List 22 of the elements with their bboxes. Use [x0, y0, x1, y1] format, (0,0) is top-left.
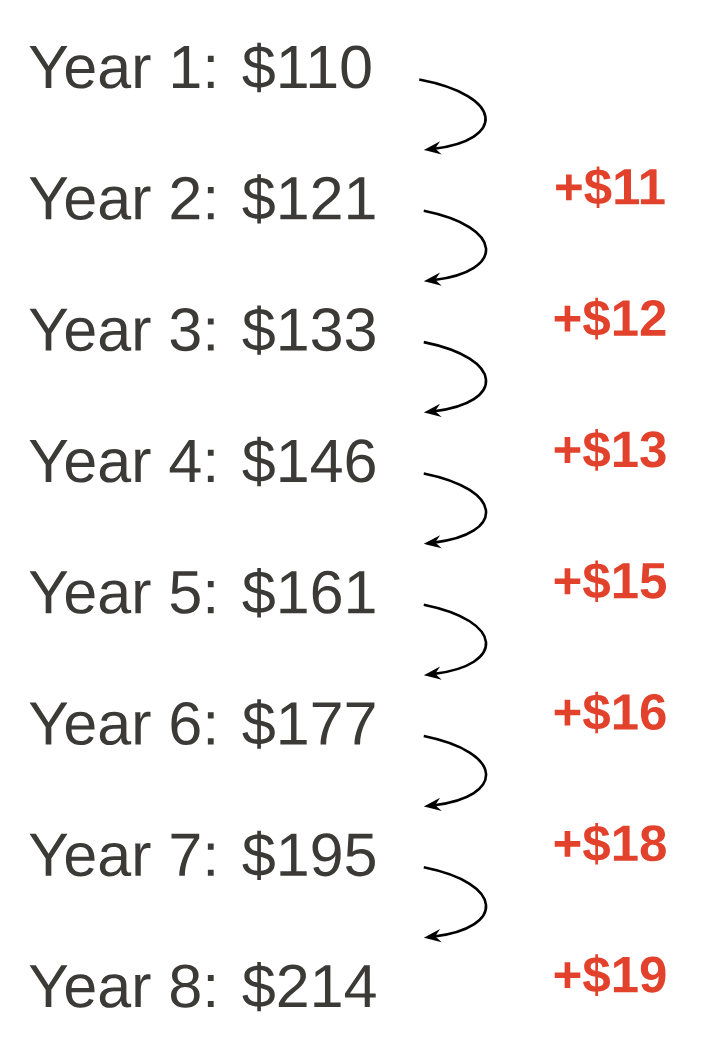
- edge-label: +$15: [554, 560, 666, 602]
- amount-text: Year 2: $121: [29, 174, 375, 224]
- amount-text: Year 7: $195: [29, 830, 375, 881]
- curved-arrow: [423, 603, 488, 680]
- amount-text: Year 4: $146: [29, 436, 375, 487]
- amount-text: Year 6: $177: [29, 699, 375, 749]
- edge-label: +$13: [554, 429, 666, 471]
- amount-text: Year 1: $110: [29, 42, 371, 93]
- curved-arrow: [423, 734, 488, 811]
- curved-arrow: [423, 209, 488, 286]
- edge-label: +$11: [556, 166, 665, 209]
- curved-arrow: [423, 472, 488, 549]
- amount-text: Year 5: $161: [29, 568, 375, 618]
- edge-label: +$16: [554, 691, 666, 734]
- edge-label: +$12: [554, 297, 666, 340]
- edge-label: +$18: [554, 823, 666, 865]
- amount-text: Year 3: $133: [29, 305, 375, 355]
- curved-arrow: [423, 340, 488, 418]
- amount-text: Year 8: $214: [29, 961, 376, 1012]
- edge-label: +$19: [554, 954, 666, 996]
- curved-arrow: [423, 866, 488, 943]
- curved-arrow: [418, 78, 487, 155]
